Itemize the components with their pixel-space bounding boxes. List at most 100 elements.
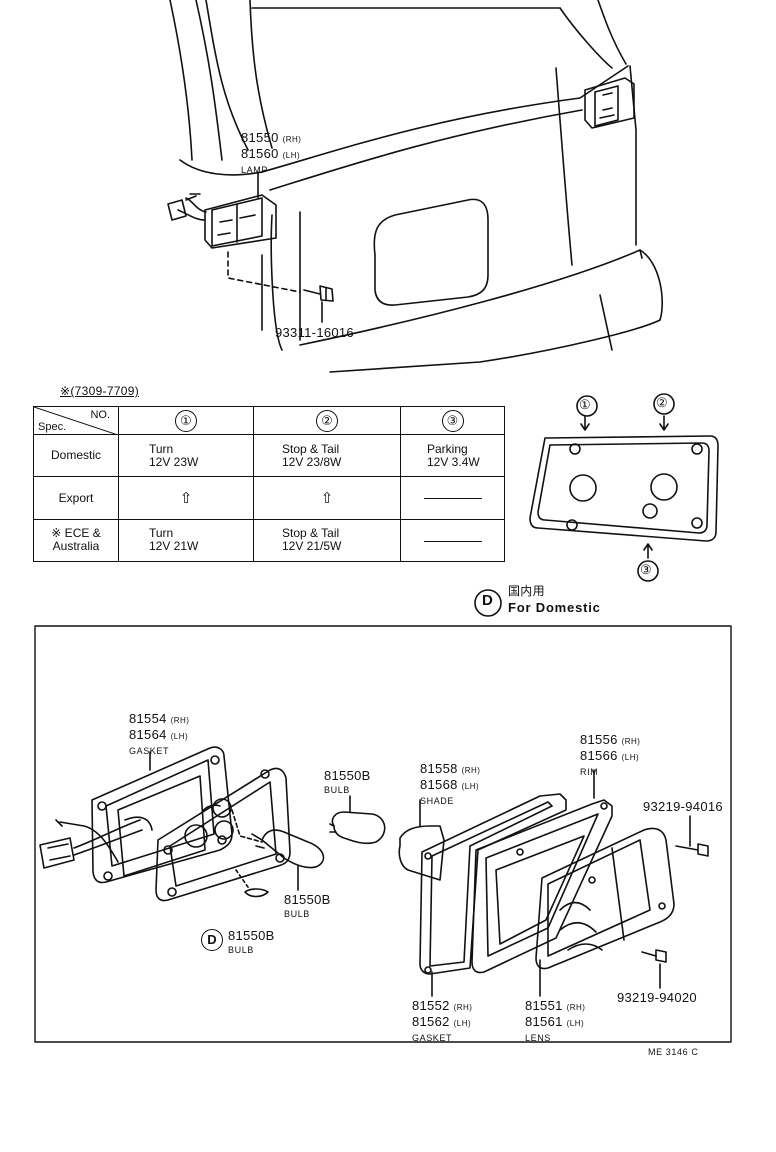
part-name: BULB <box>228 945 254 955</box>
row-label-text: Australia <box>52 539 100 554</box>
row-label-domestic: Domestic <box>33 434 119 478</box>
cell-text: 12V 21W <box>149 539 199 554</box>
plate-number-1: ① <box>579 397 591 412</box>
part-code-rh: 81551 <box>525 998 563 1013</box>
row-label-export: Export <box>33 476 119 520</box>
col-number-1: ① <box>175 409 197 432</box>
header-spec: Spec. <box>38 421 67 434</box>
part-tag: (RH) <box>453 1003 473 1012</box>
shade-callout: 81558 (RH) 81568 (LH) SHADE <box>420 762 480 808</box>
cell-text: Stop & Tail <box>282 441 340 456</box>
plate-number-3: ③ <box>640 562 652 577</box>
corner-diagonal <box>34 407 118 435</box>
gasket-bottom-callout: 81552 (RH) 81562 (LH) GASKET <box>412 999 472 1045</box>
cell-text: 12V 3.4W <box>427 454 480 469</box>
part-code-lh: 81566 <box>580 748 618 763</box>
bulb-d-callout: 81550B BULB <box>228 929 275 957</box>
domestic-note-jp: 国内用 <box>508 584 545 598</box>
spec-table-corner-cell: NO. Spec. <box>33 405 119 436</box>
spec-row-export: Export ⇧ ⇧ — <box>33 476 505 520</box>
part-code-lh: 81564 <box>129 727 167 742</box>
exploded-view-frame <box>34 625 732 1043</box>
part-code-lh: 81562 <box>412 1014 450 1029</box>
part-code: 81550B <box>284 892 331 907</box>
col-number-2: ② <box>316 409 338 432</box>
cell-export-2: ⇧ <box>253 476 401 520</box>
spec-table-header-row: NO. Spec. ① ② ③ <box>33 405 505 436</box>
part-name: SHADE <box>420 796 455 806</box>
cell-export-1: ⇧ <box>118 476 254 520</box>
cell-export-3: — <box>400 476 505 520</box>
domestic-badge-circle <box>474 589 502 617</box>
cell-text: 12V 23/8W <box>282 454 342 469</box>
part-tag: (LH) <box>461 782 480 791</box>
part-tag: (RH) <box>621 737 641 746</box>
cell-text: Turn <box>149 441 174 456</box>
domestic-badge-letter: D <box>482 592 494 609</box>
part-code-lh: 81568 <box>420 777 458 792</box>
row-label-ece: ※ ECE &Australia <box>33 518 119 563</box>
bulb-socket-plate-drawing <box>529 393 719 582</box>
part-code: 81550B <box>324 768 371 783</box>
part-name: GASKET <box>129 746 170 756</box>
lamp-lh-tag: (LH) <box>282 151 301 160</box>
cell-text: Stop & Tail <box>282 526 340 541</box>
part-name: RIM <box>580 767 599 777</box>
vehicle-rear-drawing <box>167 0 663 373</box>
drawing-reference: ME 3146 C <box>648 1047 699 1057</box>
part-name: BULB <box>324 785 350 795</box>
part-tag: (LH) <box>566 1019 585 1028</box>
part-tag: (LH) <box>170 732 189 741</box>
screw-94020-label: 93219-94020 <box>617 990 697 1005</box>
spec-table-note: ※(7309-7709) <box>60 384 140 398</box>
col-header-2: ② <box>253 405 401 436</box>
part-name: GASKET <box>412 1033 453 1043</box>
lamp-name: LAMP <box>241 165 268 175</box>
part-tag: (RH) <box>566 1003 586 1012</box>
gasket-top-callout: 81554 (RH) 81564 (LH) GASKET <box>129 712 189 758</box>
lamp-lh-code: 81560 <box>241 146 279 161</box>
lamp-rh-tag: (RH) <box>282 135 302 144</box>
cell-text: Turn <box>149 526 174 541</box>
screw-93311-label: 93311-16016 <box>275 325 354 340</box>
lamp-rh-code: 81550 <box>241 130 279 145</box>
exploded-parts-drawing <box>39 746 709 997</box>
plate-number-2: ② <box>656 395 668 410</box>
rim-callout: 81556 (RH) 81566 (LH) RIM <box>580 733 640 779</box>
same-as-above-arrow: ⇧ <box>320 490 334 508</box>
not-applicable-dash: — <box>423 540 482 542</box>
cell-text: Parking <box>427 441 468 456</box>
bulb-d-badge: D <box>201 929 223 951</box>
part-tag: (LH) <box>621 753 640 762</box>
screw-94016-label: 93219-94016 <box>643 799 723 814</box>
part-code-rh: 81552 <box>412 998 450 1013</box>
row-label-text: Domestic <box>50 448 101 463</box>
col-number-3: ③ <box>441 409 464 432</box>
bulb-a-callout: 81550B BULB <box>324 769 371 797</box>
col-header-3: ③ <box>400 405 505 436</box>
cell-text: 12V 21/5W <box>282 539 342 554</box>
bulb-b-callout: 81550B BULB <box>284 893 331 921</box>
row-label-text: Export <box>58 490 94 505</box>
domestic-note-en: For Domestic <box>508 600 601 615</box>
part-code: 81550B <box>228 928 275 943</box>
header-no: NO. <box>90 409 110 421</box>
part-code-rh: 81556 <box>580 732 618 747</box>
lens-callout: 81551 (RH) 81561 (LH) LENS <box>525 999 585 1045</box>
part-tag: (LH) <box>453 1019 472 1028</box>
part-name: LENS <box>525 1033 551 1043</box>
lamp-callout: 81550 (RH) 81560 (LH) LAMP <box>241 131 301 177</box>
col-header-1: ① <box>118 405 254 436</box>
part-code-rh: 81554 <box>129 711 167 726</box>
cell-ece-3: — <box>400 518 505 563</box>
row-label-text: ※ ECE & <box>51 526 101 541</box>
